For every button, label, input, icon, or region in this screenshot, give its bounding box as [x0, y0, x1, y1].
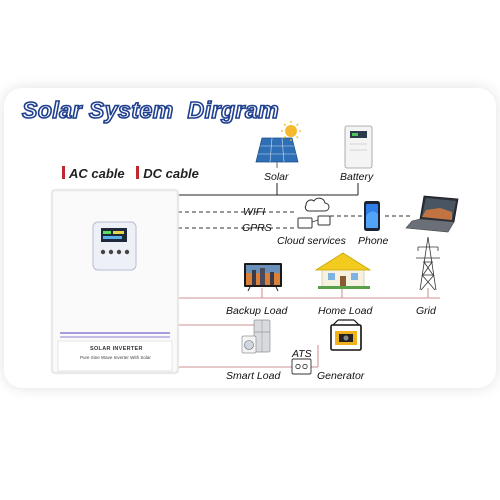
inverter-bottom-panel — [57, 340, 173, 372]
cloud-services-label: Cloud services — [277, 235, 346, 247]
gprs-label: GPRS — [242, 222, 272, 234]
inverter-button-3 — [116, 249, 122, 255]
inverter-button-4 — [124, 249, 130, 255]
inverter-button-1 — [100, 249, 106, 255]
ac-cable-label: AC cable — [69, 166, 125, 181]
ac-legend-mark — [62, 166, 65, 179]
backup-load-label: Backup Load — [226, 305, 288, 317]
sun-icon — [281, 121, 301, 141]
smart-load-fridge-icon — [253, 319, 271, 353]
battery-label: Battery — [340, 171, 374, 183]
inverter-brand-label: SOLAR INVERTER — [90, 346, 143, 352]
wifi-label: WIFI — [243, 206, 266, 218]
home-load-house-icon — [314, 252, 372, 289]
solar-label: Solar — [264, 171, 289, 183]
inverter-button-2 — [108, 249, 114, 255]
backup-load-tv-icon — [244, 263, 282, 292]
phone-icon — [364, 201, 380, 231]
diagram-title: Solar System Dirgram — [21, 96, 280, 124]
generator-label: Generator — [317, 370, 365, 382]
laptop-icon — [405, 195, 459, 233]
battery-icon — [344, 125, 373, 169]
cloud-services-icon — [297, 197, 331, 229]
dc-cable-label: DC cable — [143, 166, 199, 181]
smart-load-label: Smart Load — [226, 370, 281, 382]
inverter-subtitle-label: Pure Sine Wave Inverter With Solar — [80, 355, 151, 360]
dc-legend-mark — [136, 166, 140, 179]
connection-lines — [178, 183, 440, 368]
ats-switch-icon — [291, 358, 312, 375]
home-load-label: Home Load — [318, 305, 373, 317]
solar-panel-icon — [255, 137, 299, 168]
phone-label: Phone — [358, 235, 389, 247]
inverter-lcd — [101, 228, 127, 242]
smart-load-washer-icon — [241, 335, 257, 354]
generator-icon — [330, 319, 362, 351]
grid-label: Grid — [416, 305, 436, 317]
solar-inverter — [50, 188, 180, 375]
ats-label: ATS — [292, 348, 312, 360]
cable-legend: AC cable DC cable — [62, 166, 199, 181]
grid-tower-icon — [416, 236, 440, 291]
